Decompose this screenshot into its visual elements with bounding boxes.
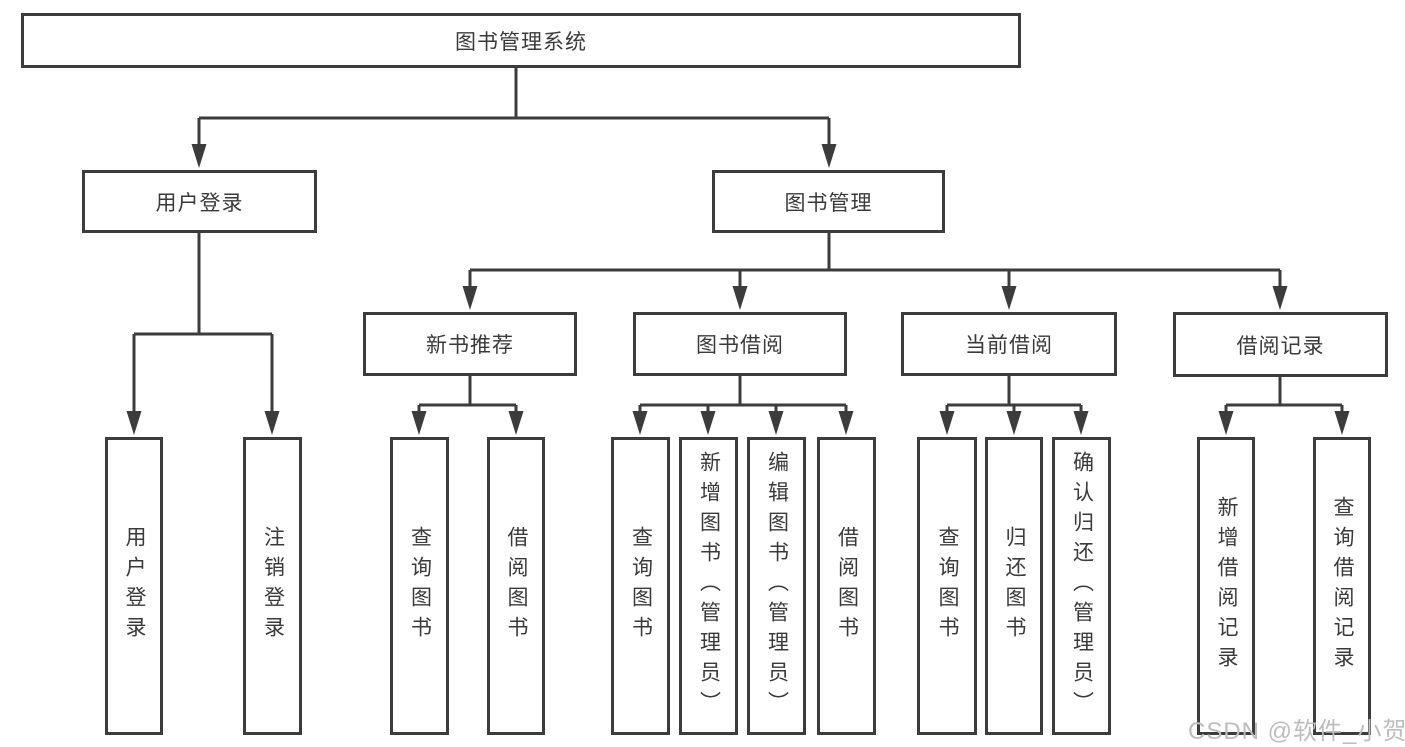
node-library-management-system: 图书管理系统 bbox=[21, 13, 1021, 68]
leaf-borrow-books-newbooks-label: 借阅图书 bbox=[505, 526, 529, 646]
leaf-borrow-books-borrowing: 借阅图书 bbox=[817, 437, 876, 735]
leaf-edit-book-admin: 编辑图书（管理员） bbox=[747, 437, 806, 735]
leaf-add-borrow-record-label: 新增借阅记录 bbox=[1215, 496, 1239, 676]
leaf-query-borrow-record: 查询借阅记录 bbox=[1313, 437, 1371, 735]
leaf-logout-label: 注销登录 bbox=[261, 526, 285, 646]
leaf-return-book-label: 归还图书 bbox=[1003, 526, 1027, 646]
node-new-book-recommendation: 新书推荐 bbox=[363, 312, 577, 376]
csdn-watermark: CSDN @软件_小贺同学 bbox=[1188, 718, 1405, 745]
leaf-query-borrow-record-label: 查询借阅记录 bbox=[1331, 496, 1355, 676]
leaf-user-login: 用户登录 bbox=[105, 437, 163, 735]
leaf-query-books-borrowing-label: 查询图书 bbox=[629, 526, 653, 646]
leaf-add-book-admin: 新增图书（管理员） bbox=[679, 437, 738, 735]
leaf-confirm-return-admin: 确认归还（管理员） bbox=[1052, 437, 1111, 735]
leaf-logout: 注销登录 bbox=[243, 437, 302, 735]
leaf-borrow-books-borrowing-label: 借阅图书 bbox=[835, 526, 859, 646]
node-book-borrowing: 图书借阅 bbox=[633, 312, 847, 376]
leaf-add-book-admin-label: 新增图书（管理员） bbox=[697, 451, 721, 721]
leaf-query-books-current: 查询图书 bbox=[917, 437, 977, 735]
leaf-query-books-borrowing: 查询图书 bbox=[611, 437, 670, 735]
leaf-query-books-newbooks-label: 查询图书 bbox=[408, 526, 432, 646]
arrowhead-icons bbox=[126, 144, 1350, 435]
leaf-add-borrow-record: 新增借阅记录 bbox=[1197, 437, 1255, 735]
node-book-management: 图书管理 bbox=[712, 170, 945, 233]
leaf-user-login-label: 用户登录 bbox=[123, 526, 147, 646]
leaf-confirm-return-admin-label: 确认归还（管理员） bbox=[1070, 451, 1094, 721]
leaf-query-books-newbooks: 查询图书 bbox=[390, 437, 449, 735]
leaf-query-books-current-label: 查询图书 bbox=[936, 526, 960, 646]
leaf-return-book: 归还图书 bbox=[985, 437, 1043, 735]
leaf-borrow-books-newbooks: 借阅图书 bbox=[487, 437, 545, 735]
leaf-edit-book-admin-label: 编辑图书（管理员） bbox=[765, 451, 789, 721]
node-current-borrowing: 当前借阅 bbox=[901, 312, 1117, 376]
node-user-login: 用户登录 bbox=[82, 170, 317, 233]
node-borrowing-records: 借阅记录 bbox=[1173, 312, 1388, 377]
